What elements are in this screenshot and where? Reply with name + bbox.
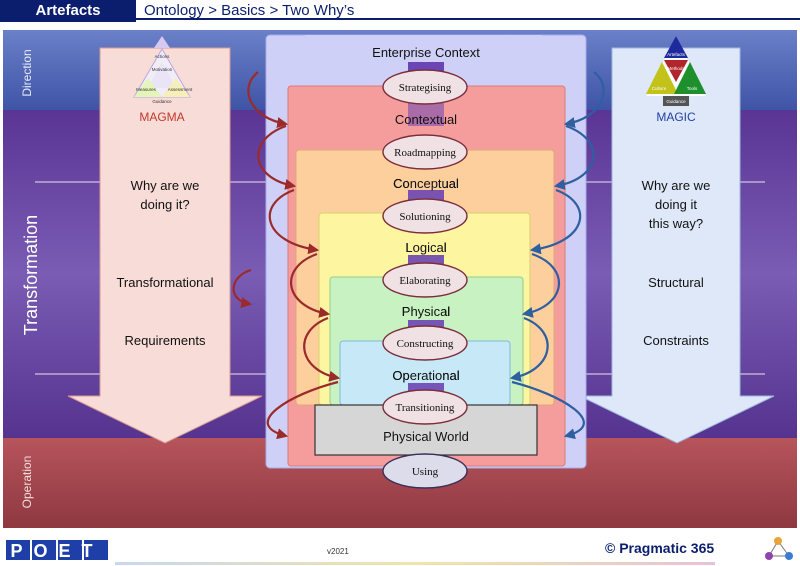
activity-solutioning[interactable]: Solutioning — [382, 198, 468, 234]
poet-logo: POET — [6, 540, 108, 561]
svg-text:Constructing: Constructing — [397, 338, 454, 350]
svg-text:Guidance: Guidance — [152, 99, 172, 104]
flow-arrow — [266, 380, 339, 440]
right-question-line-2: doing it — [655, 197, 697, 212]
svg-text:Conceptual: Conceptual — [393, 176, 459, 191]
right-question-line-1: Why are we — [642, 178, 711, 193]
svg-text:Logical: Logical — [405, 240, 446, 255]
right-flow-arrows — [509, 71, 605, 440]
svg-text:Using: Using — [412, 466, 439, 478]
left-topic-label: Requirements — [125, 333, 206, 348]
svg-text:Elaborating: Elaborating — [399, 275, 451, 287]
svg-text:Motivation: Motivation — [152, 67, 173, 72]
magma-diagram: Actions Motivation Measures Assessment G… — [133, 36, 193, 124]
activity-using[interactable]: Using — [382, 453, 468, 489]
flow-arrow — [303, 316, 341, 382]
flow-arrow — [257, 124, 297, 190]
activity-strategising[interactable]: Strategising — [382, 69, 468, 105]
band-label-transformation: Transformation — [21, 215, 41, 335]
flow-arrow — [232, 268, 253, 308]
left-requirements-arrow — [67, 47, 263, 444]
flow-arrow — [511, 380, 585, 440]
band-label-direction: Direction — [20, 49, 34, 96]
svg-text:Strategising: Strategising — [399, 82, 452, 94]
svg-text:Solutioning: Solutioning — [399, 211, 451, 223]
level-physical-world: Physical World — [383, 429, 469, 444]
svg-text:Actions: Actions — [155, 54, 171, 59]
level-contextual: Contextual — [395, 112, 457, 127]
activity-elaborating[interactable]: Elaborating — [382, 262, 468, 298]
right-kind-label: Structural — [648, 275, 704, 290]
poet-logo-text: POET — [10, 541, 103, 561]
svg-text:Artefacts: Artefacts — [667, 52, 686, 57]
flow-arrow — [247, 71, 289, 128]
svg-text:Measures: Measures — [136, 87, 157, 92]
left-flow-arrows — [232, 71, 341, 440]
pragmatic-molecule-icon — [765, 537, 793, 560]
magic-diagram: Artefacts Methods Culture Tools Guidance… — [646, 36, 706, 124]
activity-transitioning[interactable]: Transitioning — [382, 389, 468, 425]
svg-text:Culture: Culture — [652, 86, 667, 91]
left-kind-label: Transformational — [116, 275, 213, 290]
header-bar: Artefacts Ontology > Basics > Two Why’s — [0, 0, 800, 22]
footer-divider — [115, 562, 715, 565]
flow-arrow — [290, 252, 331, 318]
level-enterprise-context: Enterprise Context — [372, 45, 480, 60]
left-question-line-1: Why are we — [131, 178, 200, 193]
flow-arrow — [563, 71, 605, 128]
copyright-label: © Pragmatic 365 — [605, 540, 715, 556]
magic-label: MAGIC — [656, 110, 696, 124]
svg-text:Guidance: Guidance — [666, 99, 686, 104]
svg-text:Methods: Methods — [667, 66, 685, 71]
svg-text:Physical: Physical — [402, 304, 451, 319]
physical-world-box — [314, 404, 538, 456]
activity-constructing[interactable]: Constructing — [382, 325, 468, 361]
activity-roadmapping[interactable]: Roadmapping — [382, 134, 468, 170]
flow-arrow — [521, 252, 560, 318]
flow-arrow — [268, 188, 320, 255]
breadcrumb[interactable]: Ontology > Basics > Two Why’s — [136, 0, 800, 20]
svg-text:Tools: Tools — [687, 86, 698, 91]
right-question-line-3: this way? — [649, 216, 703, 231]
flow-arrow — [529, 188, 582, 255]
svg-text:Transitioning: Transitioning — [396, 402, 455, 414]
magma-label: MAGMA — [139, 110, 184, 124]
magma-apex-icon — [154, 36, 170, 48]
left-question-line-2: doing it? — [140, 197, 189, 212]
right-topic-label: Constraints — [643, 333, 709, 348]
version-label: v2021 — [327, 547, 349, 556]
section-tag: Artefacts — [0, 0, 136, 22]
right-constraints-arrow — [579, 47, 775, 444]
flow-arrow — [509, 316, 549, 382]
svg-text:Assessment: Assessment — [168, 87, 193, 92]
band-label-operation: Operation — [20, 456, 34, 509]
flow-arrow — [553, 124, 595, 190]
svg-text:Roadmapping: Roadmapping — [394, 147, 456, 159]
svg-text:Operational: Operational — [392, 368, 459, 383]
